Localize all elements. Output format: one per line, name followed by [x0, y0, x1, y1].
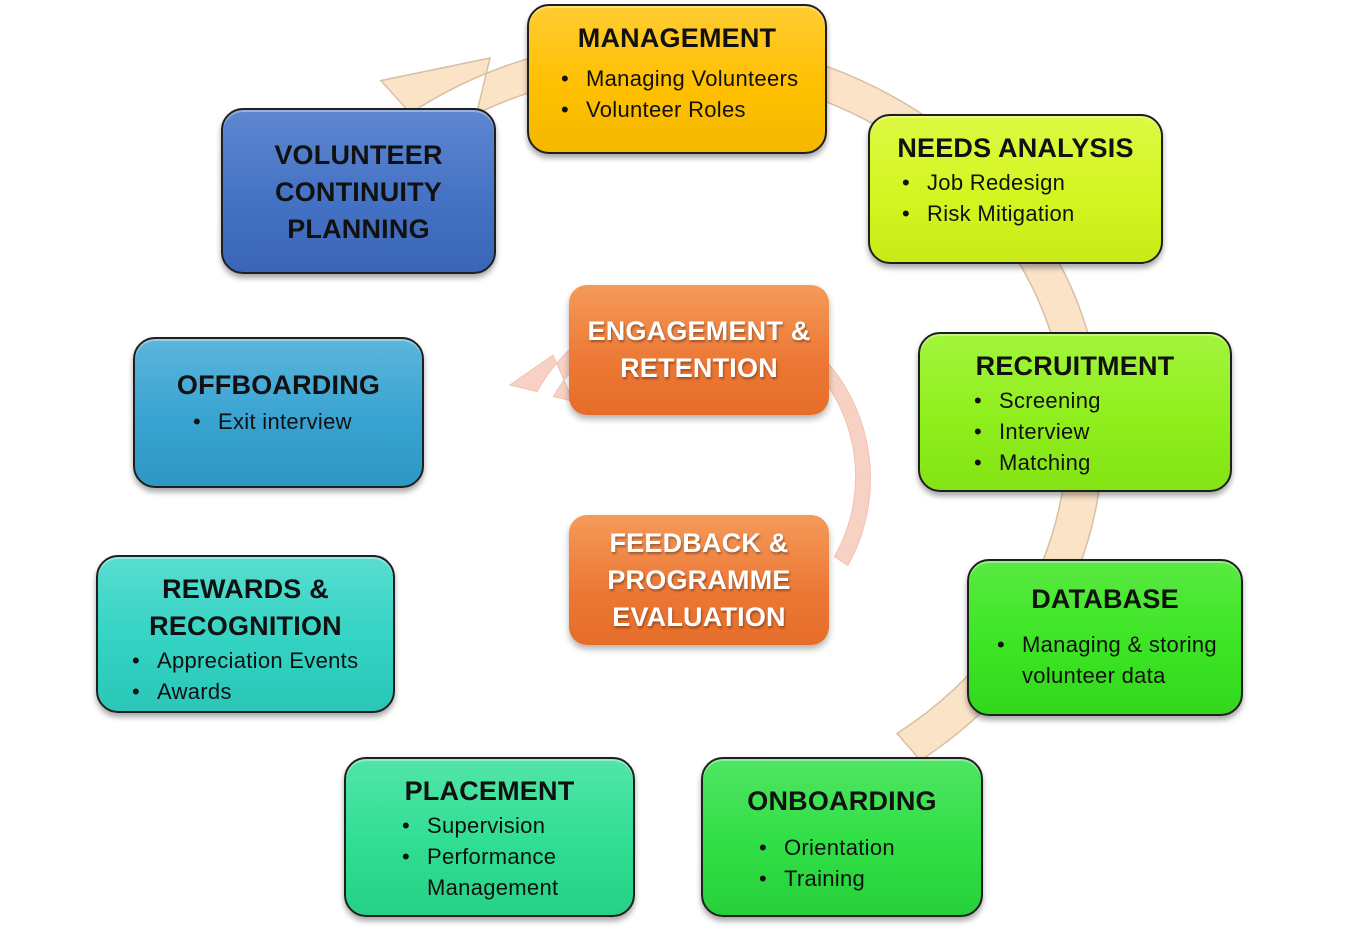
- stage-title: NEEDS ANALYSIS: [897, 133, 1134, 163]
- stage-items: Screening Interview Matching: [920, 385, 1230, 478]
- engagement-retention-box: ENGAGEMENT & RETENTION: [569, 285, 829, 415]
- stage-title: DATABASE: [1031, 584, 1179, 614]
- list-item: Appreciation Events: [128, 645, 393, 676]
- stage-title: OFFBOARDING: [176, 370, 381, 400]
- list-item: Exit interview: [189, 406, 422, 437]
- stage-onboarding: ONBOARDING Orientation Training: [701, 757, 983, 917]
- stage-items: Appreciation Events Awards: [98, 645, 393, 707]
- list-item: Job Redesign: [898, 167, 1161, 198]
- list-item: Volunteer Roles: [557, 94, 825, 125]
- stage-title: MANAGEMENT: [577, 23, 777, 53]
- list-item: Risk Mitigation: [898, 198, 1161, 229]
- list-item: Matching: [970, 447, 1230, 478]
- stage-items: Exit interview: [135, 406, 422, 437]
- stage-title: RECRUITMENT: [975, 351, 1175, 381]
- list-item: Supervision: [398, 810, 633, 841]
- stage-title: ONBOARDING: [747, 786, 937, 816]
- stage-title: PLACEMENT: [404, 776, 575, 806]
- stage-items: Managing Volunteers Volunteer Roles: [529, 63, 825, 125]
- list-item: Training: [755, 863, 981, 894]
- stage-management: MANAGEMENT Managing Volunteers Volunteer…: [527, 4, 827, 154]
- list-item: Performance Management: [398, 841, 577, 903]
- list-item: Managing & storing volunteer data: [993, 629, 1227, 691]
- stage-database: DATABASE Managing & storing volunteer da…: [967, 559, 1243, 716]
- stage-items: Orientation Training: [703, 832, 981, 894]
- feedback-evaluation-box: FEEDBACK & PROGRAMME EVALUATION: [569, 515, 829, 645]
- stage-items: Managing & storing volunteer data: [969, 629, 1241, 691]
- list-item: Orientation: [755, 832, 981, 863]
- stage-volunteer-continuity-planning: VOLUNTEER CONTINUITY PLANNING: [221, 108, 496, 274]
- list-item: Awards: [128, 676, 393, 707]
- list-item: Managing Volunteers: [557, 63, 825, 94]
- stage-placement: PLACEMENT Supervision Performance Manage…: [344, 757, 635, 917]
- stage-rewards-recognition: REWARDS & RECOGNITION Appreciation Event…: [96, 555, 395, 713]
- stage-offboarding: OFFBOARDING Exit interview: [133, 337, 424, 488]
- stage-needs-analysis: NEEDS ANALYSIS Job Redesign Risk Mitigat…: [868, 114, 1163, 264]
- stage-title: VOLUNTEER CONTINUITY PLANNING: [274, 140, 443, 244]
- stage-title: REWARDS & RECOGNITION: [149, 574, 342, 641]
- list-item: Interview: [970, 416, 1230, 447]
- stage-items: Supervision Performance Management: [346, 810, 633, 903]
- inner-cycle-arrow: [508, 299, 871, 567]
- list-item: Screening: [970, 385, 1230, 416]
- stage-recruitment: RECRUITMENT Screening Interview Matching: [918, 332, 1232, 492]
- stage-items: Job Redesign Risk Mitigation: [870, 167, 1161, 229]
